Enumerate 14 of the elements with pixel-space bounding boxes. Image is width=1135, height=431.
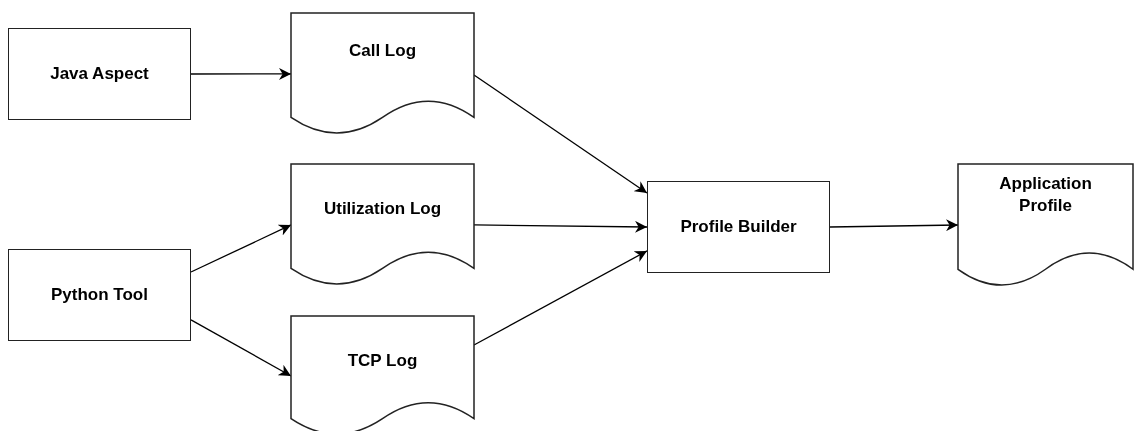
process-box xyxy=(647,181,830,273)
arrow xyxy=(190,67,292,80)
node-label: Call Log xyxy=(348,40,417,62)
arrow xyxy=(829,219,959,232)
node-label: Utilization Log xyxy=(323,198,442,220)
process-box xyxy=(8,249,191,341)
node-label: TCP Log xyxy=(347,350,418,372)
node-label: Application Profile xyxy=(998,173,1093,217)
node-label: Profile Builder xyxy=(680,216,797,238)
arrow xyxy=(190,224,292,273)
process-box xyxy=(8,28,191,120)
arrow xyxy=(190,319,292,377)
node-label: Java Aspect xyxy=(50,63,149,85)
node-label: Python Tool xyxy=(51,284,148,306)
